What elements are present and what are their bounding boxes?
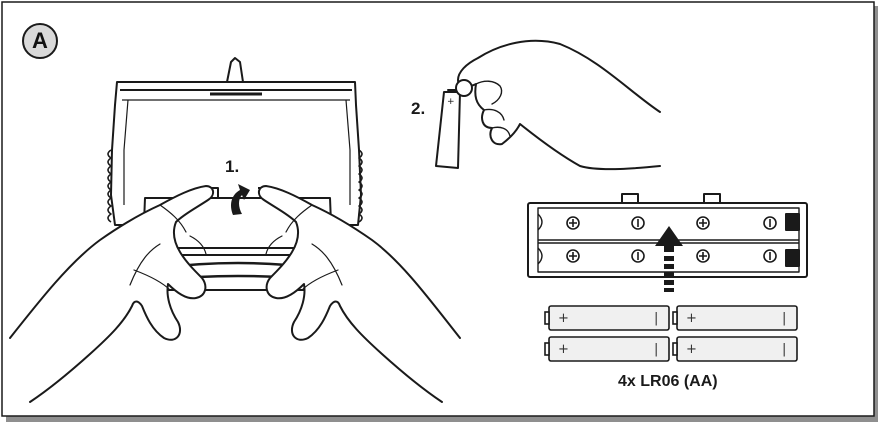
battery-3-minus: | (654, 342, 659, 357)
battery-4-minus: | (782, 342, 787, 357)
plus-terminal-icon (696, 249, 710, 263)
plus-terminal-icon (566, 249, 580, 263)
battery-3-plus: + (558, 342, 569, 357)
hand-with-battery (435, 39, 661, 171)
minus-terminal-icon (763, 249, 777, 263)
aa-batteries (544, 305, 798, 362)
battery-4-plus: + (686, 342, 697, 357)
left-hand (9, 185, 214, 403)
battery-1 (544, 305, 670, 331)
battery-3 (544, 336, 670, 362)
minus-terminal-icon (763, 216, 777, 230)
minus-terminal-icon (631, 249, 645, 263)
right-hand (258, 185, 461, 403)
plus-terminal-icon (696, 216, 710, 230)
battery-2 (672, 305, 798, 331)
battery-2-plus: + (686, 311, 697, 326)
step-2-label: 2. (411, 99, 426, 118)
minus-terminal-icon (631, 216, 645, 230)
step-1-label: 1. (225, 157, 240, 176)
terminal-symbols (566, 216, 777, 263)
badge-circle (22, 23, 58, 59)
battery-in-hand-plus: + (447, 97, 455, 107)
battery-4 (672, 336, 798, 362)
battery-1-minus: | (654, 311, 659, 326)
battery-caption: 4x LR06 (AA) (618, 373, 718, 390)
arrow-up-icon (655, 226, 683, 292)
curved-arrow-icon (231, 184, 250, 215)
step-badge-letter: A (32, 28, 48, 53)
plus-terminal-icon (566, 216, 580, 230)
battery-1-plus: + (558, 311, 569, 326)
battery-2-minus: | (782, 311, 787, 326)
